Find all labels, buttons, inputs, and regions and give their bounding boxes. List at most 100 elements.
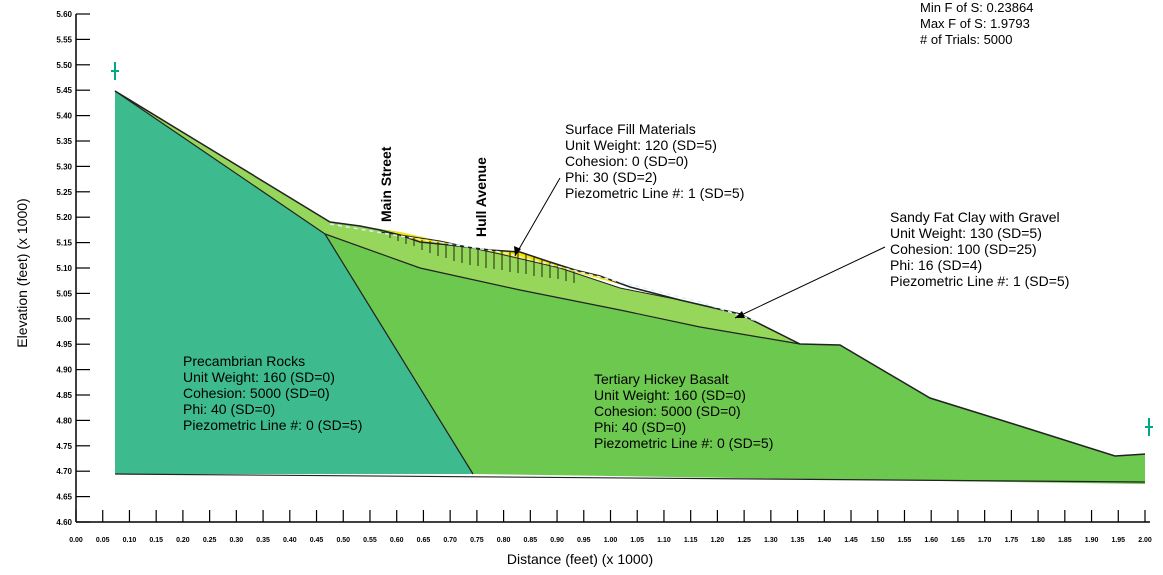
- x-tick-label: 1.20: [711, 537, 725, 544]
- x-tick-label: 0.60: [390, 537, 404, 544]
- y-tick-label: 4.90: [56, 366, 72, 375]
- x-tick-label: 1.10: [657, 537, 671, 544]
- precambrian-rocks-region: [115, 91, 473, 474]
- right-boundary-marker: [1145, 418, 1153, 436]
- y-tick-label: 4.85: [56, 391, 72, 400]
- precambrian-piezo: Piezometric Line #: 0 (SD=5): [183, 417, 363, 433]
- precambrian-unit-weight: Unit Weight: 160 (SD=0): [183, 369, 335, 385]
- y-tick-label: 5.55: [56, 35, 72, 44]
- x-tick-label: 0.65: [417, 537, 431, 544]
- y-axis-label: Elevation (feet) (x 1000): [14, 198, 30, 348]
- y-tick-label: 4.95: [56, 340, 72, 349]
- surface-fill-arrowhead: [514, 246, 521, 256]
- x-tick-label: 0.70: [443, 537, 457, 544]
- trials-count: # of Trials: 5000: [920, 32, 1013, 47]
- x-tick-label: 1.45: [844, 537, 858, 544]
- x-tick-label: 1.30: [764, 537, 778, 544]
- surface-fill-piezo: Piezometric Line #: 1 (SD=5): [565, 185, 745, 201]
- fill-base-line: [379, 231, 741, 315]
- y-tick-label: 4.65: [56, 493, 72, 502]
- x-tick-label: 0.35: [256, 537, 270, 544]
- x-tick-label: 0.50: [336, 537, 350, 544]
- y-tick-label: 5.00: [56, 315, 72, 324]
- y-tick-label: 4.60: [56, 518, 72, 527]
- precambrian-phi: Phi: 40 (SD=0): [183, 401, 276, 417]
- y-tick-label: 5.05: [56, 289, 72, 298]
- x-tick-label: 0.75: [470, 537, 484, 544]
- x-tick-label: 0.40: [283, 537, 297, 544]
- x-tick-label: 0.30: [230, 537, 244, 544]
- x-tick-label: 0.25: [203, 537, 217, 544]
- precambrian-contact: [324, 233, 474, 475]
- basalt-label: Tertiary Hickey Basalt Unit Weight: 160 …: [594, 371, 773, 451]
- sandy-clay-arrowhead: [735, 311, 745, 318]
- x-tick-label: 1.15: [684, 537, 698, 544]
- x-tick-label: 0.10: [123, 537, 137, 544]
- model-base-line: [114, 473, 1146, 483]
- precambrian-cohesion: Cohesion: 5000 (SD=0): [183, 385, 330, 401]
- surface-fill-label: Surface Fill Materials Unit Weight: 120 …: [565, 121, 744, 201]
- x-tick-label: 0.95: [577, 537, 591, 544]
- x-tick-label: 1.90: [1085, 537, 1099, 544]
- x-tick-label: 0.80: [497, 537, 511, 544]
- y-tick-label: 5.30: [56, 162, 72, 171]
- x-tick-label: 1.60: [924, 537, 938, 544]
- sandy-clay-leader: [734, 246, 886, 319]
- surface-fill-leader: [514, 177, 561, 257]
- x-tick-label: 0.00: [69, 537, 83, 544]
- sandy-clay-piezo: Piezometric Line #: 1 (SD=5): [890, 273, 1070, 289]
- sandy-clay-phi: Phi: 16 (SD=4): [890, 257, 983, 273]
- x-tick-label: 0.05: [96, 537, 110, 544]
- y-tick-label: 4.80: [56, 416, 72, 425]
- precambrian-name: Precambrian Rocks: [183, 353, 306, 369]
- y-tick-label: 5.20: [56, 213, 72, 222]
- basalt-cohesion: Cohesion: 5000 (SD=0): [594, 403, 741, 419]
- x-tick-label: 0.15: [149, 537, 163, 544]
- surface-fill-unit-weight: Unit Weight: 120 (SD=5): [565, 137, 717, 153]
- x-tick-label: 1.70: [978, 537, 992, 544]
- surface-fill-name: Surface Fill Materials: [565, 121, 696, 137]
- y-tick-label: 4.75: [56, 442, 72, 451]
- y-tick-label: 5.40: [56, 112, 72, 121]
- max-fos: Max F of S: 1.9793: [920, 16, 1030, 31]
- x-tick-label: 1.25: [737, 537, 751, 544]
- x-tick-label: 1.05: [630, 537, 644, 544]
- x-tick-label: 1.65: [951, 537, 965, 544]
- x-tick-label: 0.85: [524, 537, 538, 544]
- y-tick-label: 5.45: [56, 86, 72, 95]
- sandy-clay-label: Sandy Fat Clay with Gravel Unit Weight: …: [890, 209, 1069, 289]
- x-tick-label: 1.40: [817, 537, 831, 544]
- x-axis-label: Distance (feet) (x 1000): [506, 551, 654, 567]
- x-tick-label: 1.75: [1005, 537, 1019, 544]
- x-tick-label: 1.85: [1058, 537, 1072, 544]
- sandy-clay-region: [115, 91, 800, 344]
- x-tick-label: 0.55: [363, 537, 377, 544]
- x-tick-label: 0.45: [310, 537, 324, 544]
- y-tick-label: 4.70: [56, 467, 72, 476]
- basalt-region: [325, 234, 1145, 484]
- y-tick-label: 5.60: [56, 10, 72, 19]
- x-tick-label: 1.35: [791, 537, 805, 544]
- left-boundary-marker: [111, 62, 119, 80]
- y-tick-label: 5.10: [56, 264, 72, 273]
- x-tick-label: 1.95: [1111, 537, 1125, 544]
- x-tick-label: 1.50: [871, 537, 885, 544]
- precambrian-label: Precambrian Rocks Unit Weight: 160 (SD=0…: [183, 353, 362, 433]
- x-tick-label: 1.55: [898, 537, 912, 544]
- y-tick-label: 5.50: [56, 61, 72, 70]
- y-tick-label: 5.35: [56, 137, 72, 146]
- x-tick-label: 0.90: [550, 537, 564, 544]
- basalt-name: Tertiary Hickey Basalt: [594, 371, 729, 387]
- surface-fill-cohesion: Cohesion: 0 (SD=0): [565, 153, 689, 169]
- fos-stats: Min F of S: 0.23864 Max F of S: 1.9793 #…: [920, 0, 1033, 48]
- x-tick-label: 2.00: [1138, 537, 1152, 544]
- sandy-clay-unit-weight: Unit Weight: 130 (SD=5): [890, 225, 1042, 241]
- basalt-unit-weight: Unit Weight: 160 (SD=0): [594, 387, 746, 403]
- main-street-label: Main Street: [378, 146, 394, 222]
- x-tick-label: 0.20: [176, 537, 190, 544]
- min-fos: Min F of S: 0.23864: [920, 0, 1034, 15]
- axes: 4.60 4.65 4.70 4.75 4.80 4.85 4.90 4.95 5.00 5.05…: [56, 10, 1151, 544]
- surface-fill-phi: Phi: 30 (SD=2): [565, 169, 658, 185]
- y-tick-label: 5.15: [56, 239, 72, 248]
